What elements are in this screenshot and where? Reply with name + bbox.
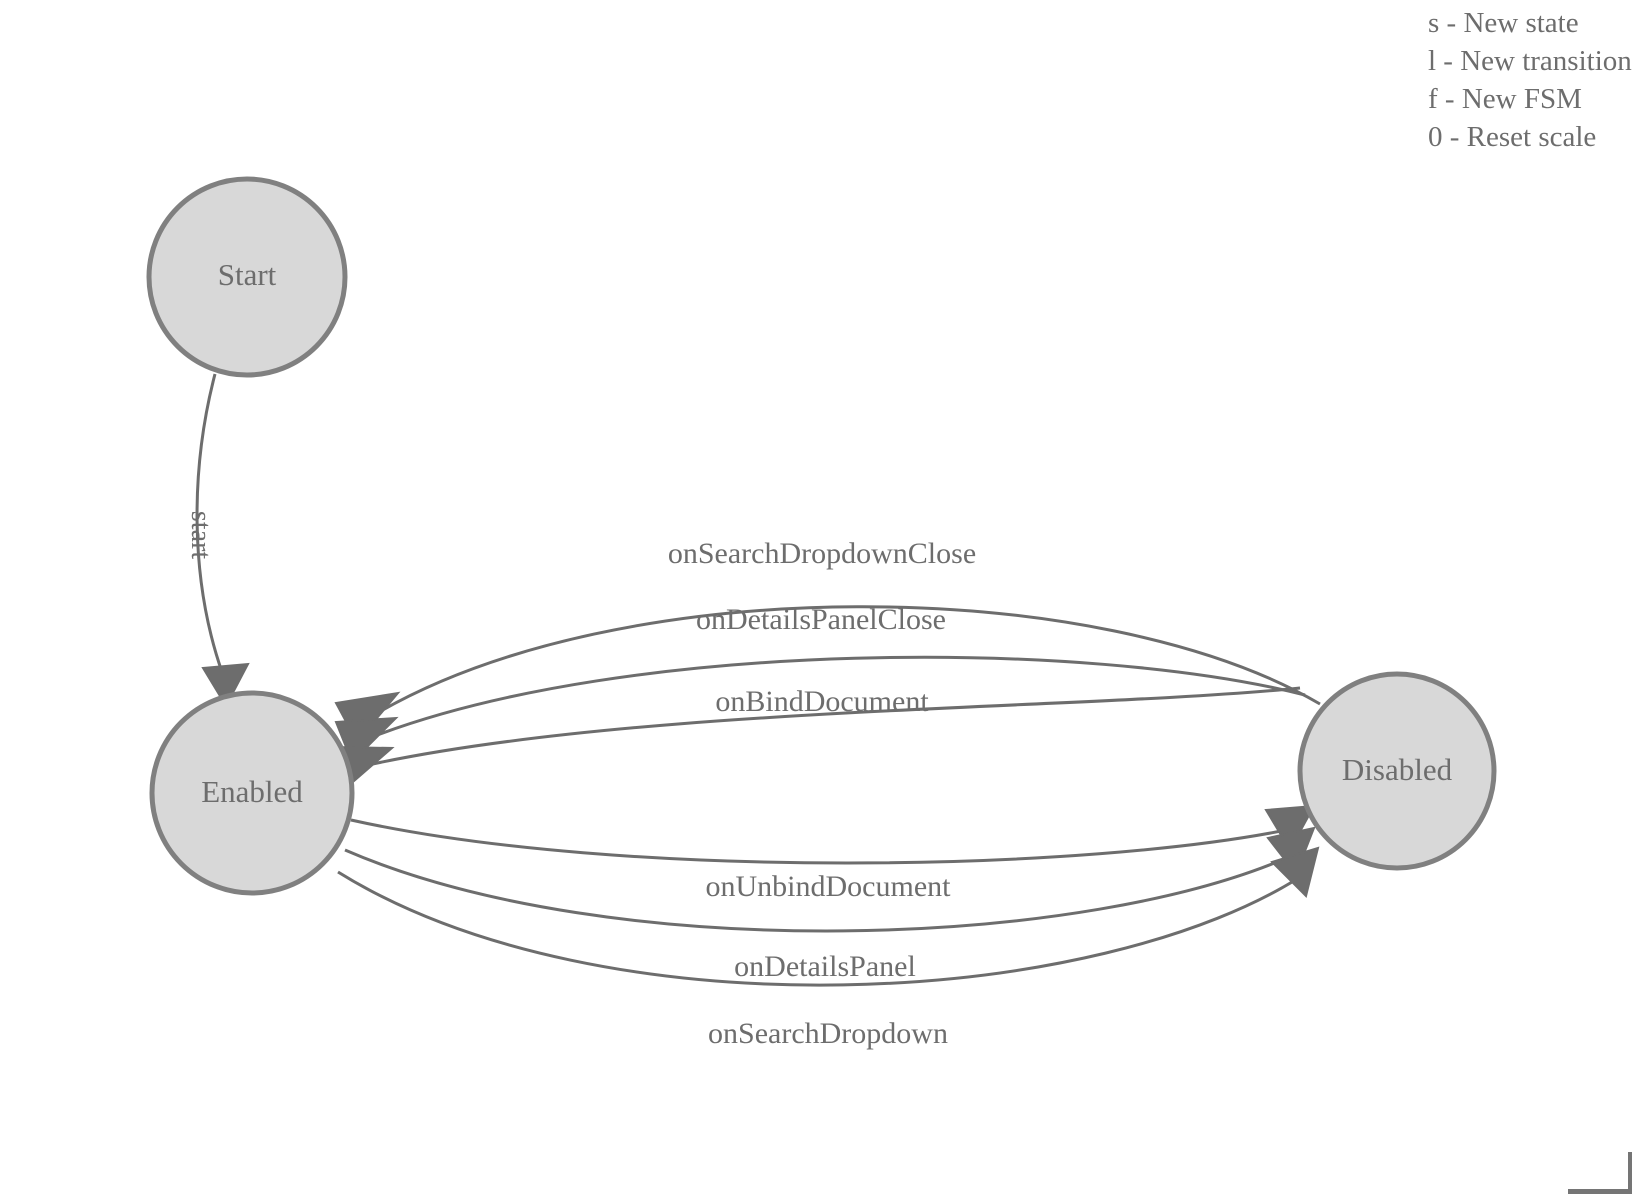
transition-label-onbinddocument: onBindDocument xyxy=(715,685,929,718)
transition-enabled-to-disabled-detailspanel[interactable]: onDetailsPanel xyxy=(344,826,1316,983)
transition-path[interactable] xyxy=(371,655,1306,739)
arrowhead-icon xyxy=(1270,846,1320,898)
transition-label-ondetailspanelclose: onDetailsPanelClose xyxy=(696,603,946,636)
shortcut-new-state: s - New state xyxy=(1428,7,1579,39)
transition-path[interactable] xyxy=(337,870,1309,987)
transition-enabled-to-disabled-unbinddocument[interactable]: onUnbindDocument xyxy=(350,804,1316,903)
state-node-label: Start xyxy=(218,257,277,292)
shortcut-new-fsm: f - New FSM xyxy=(1428,83,1582,115)
transition-path[interactable] xyxy=(344,848,1301,933)
state-node-enabled[interactable]: Enabled xyxy=(149,690,355,896)
transition-enabled-to-disabled-searchdropdown[interactable]: onSearchDropdown xyxy=(337,846,1320,1050)
transition-path[interactable] xyxy=(195,373,224,673)
state-node-circle[interactable] xyxy=(149,690,355,896)
transition-label-ondetailspanel: onDetailsPanel xyxy=(734,950,916,983)
state-node-label: Disabled xyxy=(1342,752,1453,787)
state-node-label: Enabled xyxy=(201,774,303,809)
transition-path[interactable] xyxy=(350,818,1297,865)
transition-start-to-enabled[interactable]: start xyxy=(185,373,250,709)
arrowhead-icon xyxy=(201,662,250,709)
transition-label-onsearchdropdownclose: onSearchDropdownClose xyxy=(668,537,976,570)
state-node-start[interactable]: Start xyxy=(146,176,348,378)
vertical-scrollbar[interactable] xyxy=(1628,1152,1632,1194)
horizontal-scrollbar[interactable] xyxy=(1568,1189,1628,1194)
transition-path[interactable] xyxy=(367,686,1301,767)
shortcut-new-transition: l - New transition xyxy=(1428,45,1632,77)
state-node-circle[interactable] xyxy=(146,176,348,378)
transition-path[interactable] xyxy=(373,605,1321,717)
transition-label-start: start xyxy=(185,511,216,559)
state-node-disabled[interactable]: Disabled xyxy=(1297,671,1497,871)
state-node-circle[interactable] xyxy=(1297,671,1497,871)
transition-label-onsearchdropdown: onSearchDropdown xyxy=(708,1017,948,1050)
transition-label-onunbinddocument: onUnbindDocument xyxy=(706,870,952,903)
shortcut-reset-scale: 0 - Reset scale xyxy=(1428,121,1597,153)
keyboard-shortcuts-overlay: s - New state l - New transition f - New… xyxy=(1428,0,1632,156)
transition-disabled-to-enabled-binddocument[interactable]: onBindDocument xyxy=(332,685,1301,790)
transition-disabled-to-enabled-detailspanelclose[interactable]: onDetailsPanelClose xyxy=(334,603,1306,764)
arrowhead-icon xyxy=(1264,804,1316,853)
